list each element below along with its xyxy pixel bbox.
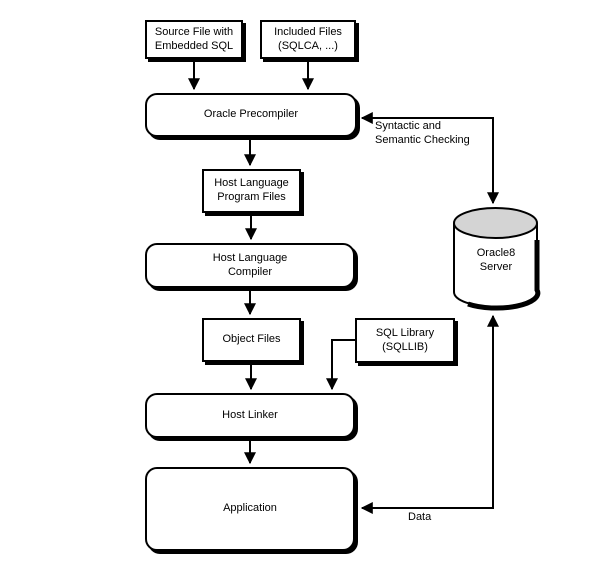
node-included-files: Included Files (SQLCA, ...) xyxy=(260,20,356,59)
arrow-precompiler-server-checking xyxy=(360,112,499,205)
node-host-language-program-files: Host Language Program Files xyxy=(202,169,301,213)
arrow-application-server-data xyxy=(360,314,499,514)
node-application: Application xyxy=(145,467,355,551)
edge-label-syntactic-semantic-checking: Syntactic and Semantic Checking xyxy=(375,120,470,146)
node-source-file: Source File with Embedded SQL xyxy=(145,20,243,59)
node-oracle8-server-label: Oracle8 Server xyxy=(476,247,516,274)
database-cylinder xyxy=(453,207,541,311)
node-object-files: Object Files xyxy=(202,318,301,362)
edge-label-data: Data xyxy=(408,511,432,523)
node-host-linker: Host Linker xyxy=(145,393,355,438)
cylinder-shadow xyxy=(467,240,541,311)
node-oracle-precompiler: Oracle Precompiler xyxy=(145,93,357,137)
cylinder-top xyxy=(453,207,538,239)
node-sql-library: SQL Library (SQLLIB) xyxy=(355,318,455,363)
arrow-sql-library-to-linker xyxy=(326,339,355,391)
node-host-language-compiler: Host Language Compiler xyxy=(145,243,355,288)
